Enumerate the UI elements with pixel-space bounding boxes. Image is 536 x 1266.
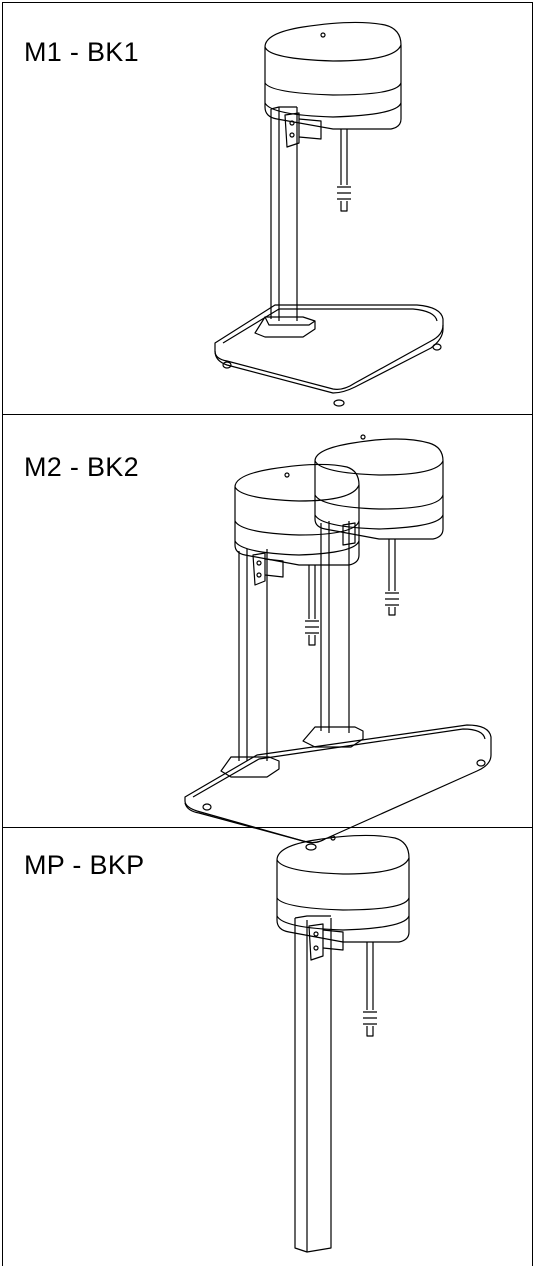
frame-top-border	[2, 2, 533, 3]
panel-divider	[2, 414, 533, 415]
panel-label: M2 - BK2	[24, 452, 139, 482]
panel-label: M1 - BK1	[24, 37, 139, 67]
frame-left-border	[2, 2, 3, 1266]
panel-mp-bkp: MP - BKP	[3, 828, 532, 1266]
frame-right-border	[532, 2, 533, 1266]
panel-divider	[2, 827, 533, 828]
mixer-column-only-icon	[3, 828, 532, 1266]
panel-label: MP - BKP	[24, 850, 145, 880]
mixer-single-icon	[3, 3, 532, 414]
panel-m2-bk2: M2 - BK2	[3, 415, 532, 827]
panel-m1-bk1: M1 - BK1	[3, 3, 532, 414]
mixer-double-icon	[3, 415, 532, 827]
